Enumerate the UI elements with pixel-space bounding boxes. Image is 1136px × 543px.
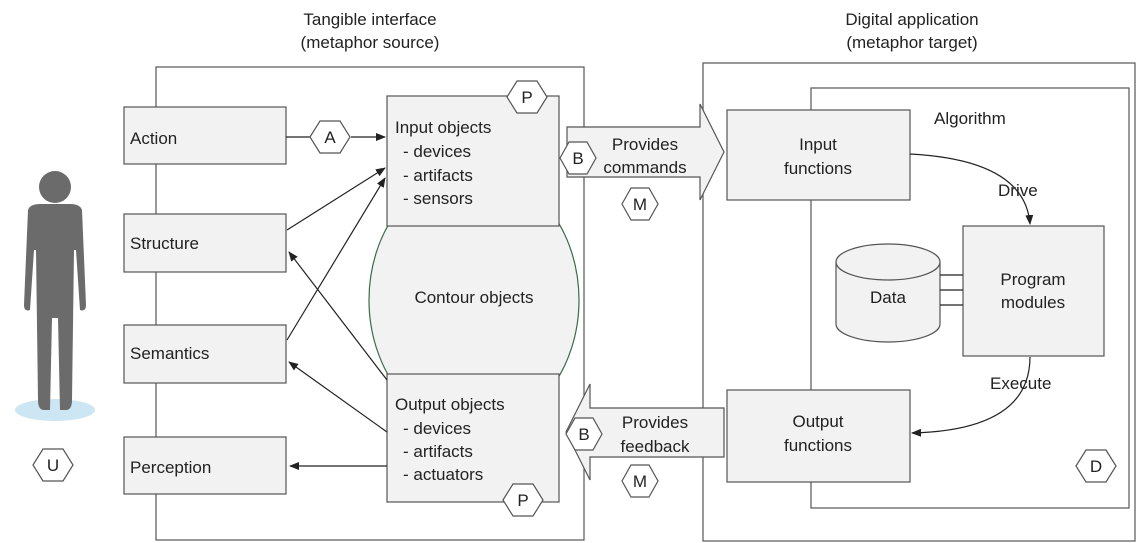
hex-b-bottom-icon: B xyxy=(565,417,603,451)
output-objects-title: Output objects xyxy=(395,395,505,414)
digital-application-panel xyxy=(702,62,1136,542)
input-objects-item: - devices xyxy=(403,142,471,161)
semantics-to-input-arrow xyxy=(286,177,386,341)
algorithm-panel xyxy=(810,87,1130,509)
input-objects-box xyxy=(386,95,560,227)
output-to-structure-arrow xyxy=(288,251,388,381)
output-objects-box xyxy=(386,373,560,503)
hex-d-label: D xyxy=(1090,457,1102,476)
hex-b-top-label: B xyxy=(572,149,583,168)
tangible-interface-panel xyxy=(155,66,585,541)
program-modules-box xyxy=(962,225,1105,357)
input-functions-line2: functions xyxy=(784,159,852,178)
hex-a-icon: A xyxy=(309,120,351,154)
program-modules-line2: modules xyxy=(1001,293,1065,312)
output-to-semantics-arrow xyxy=(288,361,388,433)
hex-a-label: A xyxy=(324,128,336,147)
hex-b-top-icon: B xyxy=(559,141,597,175)
hex-d-icon: D xyxy=(1075,449,1117,483)
drive-label: Drive xyxy=(998,181,1038,200)
structure-to-input-arrow xyxy=(286,167,386,231)
feedback-arrow-line1: Provides xyxy=(622,413,688,432)
perception-label: Perception xyxy=(130,458,211,477)
output-objects-item: - devices xyxy=(403,419,471,438)
input-objects-item: - artifacts xyxy=(403,166,473,185)
hex-m-bottom-icon: M xyxy=(621,464,659,498)
hex-m-top-label: M xyxy=(633,195,647,214)
structure-box xyxy=(123,213,287,273)
left-panel-title-line1: Tangible interface xyxy=(303,10,436,29)
program-modules-line1: Program xyxy=(1000,270,1065,289)
input-objects-item: - sensors xyxy=(403,189,473,208)
hex-p-top-label: P xyxy=(521,88,532,107)
hex-p-bottom-icon: P xyxy=(502,483,544,517)
provides-commands-arrow xyxy=(566,103,725,201)
output-functions-line2: functions xyxy=(784,436,852,455)
right-panel-title-line2: (metaphor target) xyxy=(846,33,977,52)
semantics-box xyxy=(123,324,287,384)
user-figure xyxy=(15,171,95,421)
data-label: Data xyxy=(870,288,906,307)
execute-label: Execute xyxy=(990,374,1051,393)
hex-p-bottom-label: P xyxy=(517,491,528,510)
hex-u-icon: U xyxy=(32,448,74,482)
action-label: Action xyxy=(130,129,177,148)
hex-u-label: U xyxy=(47,456,59,475)
output-objects-item: - artifacts xyxy=(403,442,473,461)
commands-arrow-line1: Provides xyxy=(612,135,678,154)
provides-feedback-arrow xyxy=(565,383,725,481)
input-functions-line1: Input xyxy=(799,135,837,154)
execute-arrow xyxy=(911,356,1031,437)
drive-arrow xyxy=(909,153,1034,225)
feedback-arrow-line2: feedback xyxy=(621,437,690,456)
input-functions-box xyxy=(726,109,911,201)
action-box xyxy=(123,106,287,165)
output-functions-line1: Output xyxy=(792,412,843,431)
structure-label: Structure xyxy=(130,234,199,253)
perception-box xyxy=(123,436,287,495)
commands-arrow-line2: commands xyxy=(603,158,686,177)
input-objects-title: Input objects xyxy=(395,118,491,137)
right-panel-title-line1: Digital application xyxy=(845,10,978,29)
hex-m-top-icon: M xyxy=(621,187,659,221)
data-cylinder xyxy=(835,243,941,343)
left-panel-title-line2: (metaphor source) xyxy=(301,33,440,52)
output-functions-box xyxy=(726,389,911,483)
hex-p-top-icon: P xyxy=(506,80,548,114)
algorithm-label: Algorithm xyxy=(934,109,1006,128)
hex-m-bottom-label: M xyxy=(633,472,647,491)
user-shadow xyxy=(15,399,95,421)
contour-objects-label: Contour objects xyxy=(414,288,533,307)
hex-b-bottom-label: B xyxy=(578,425,589,444)
output-objects-item: - actuators xyxy=(403,465,483,484)
semantics-label: Semantics xyxy=(130,344,209,363)
